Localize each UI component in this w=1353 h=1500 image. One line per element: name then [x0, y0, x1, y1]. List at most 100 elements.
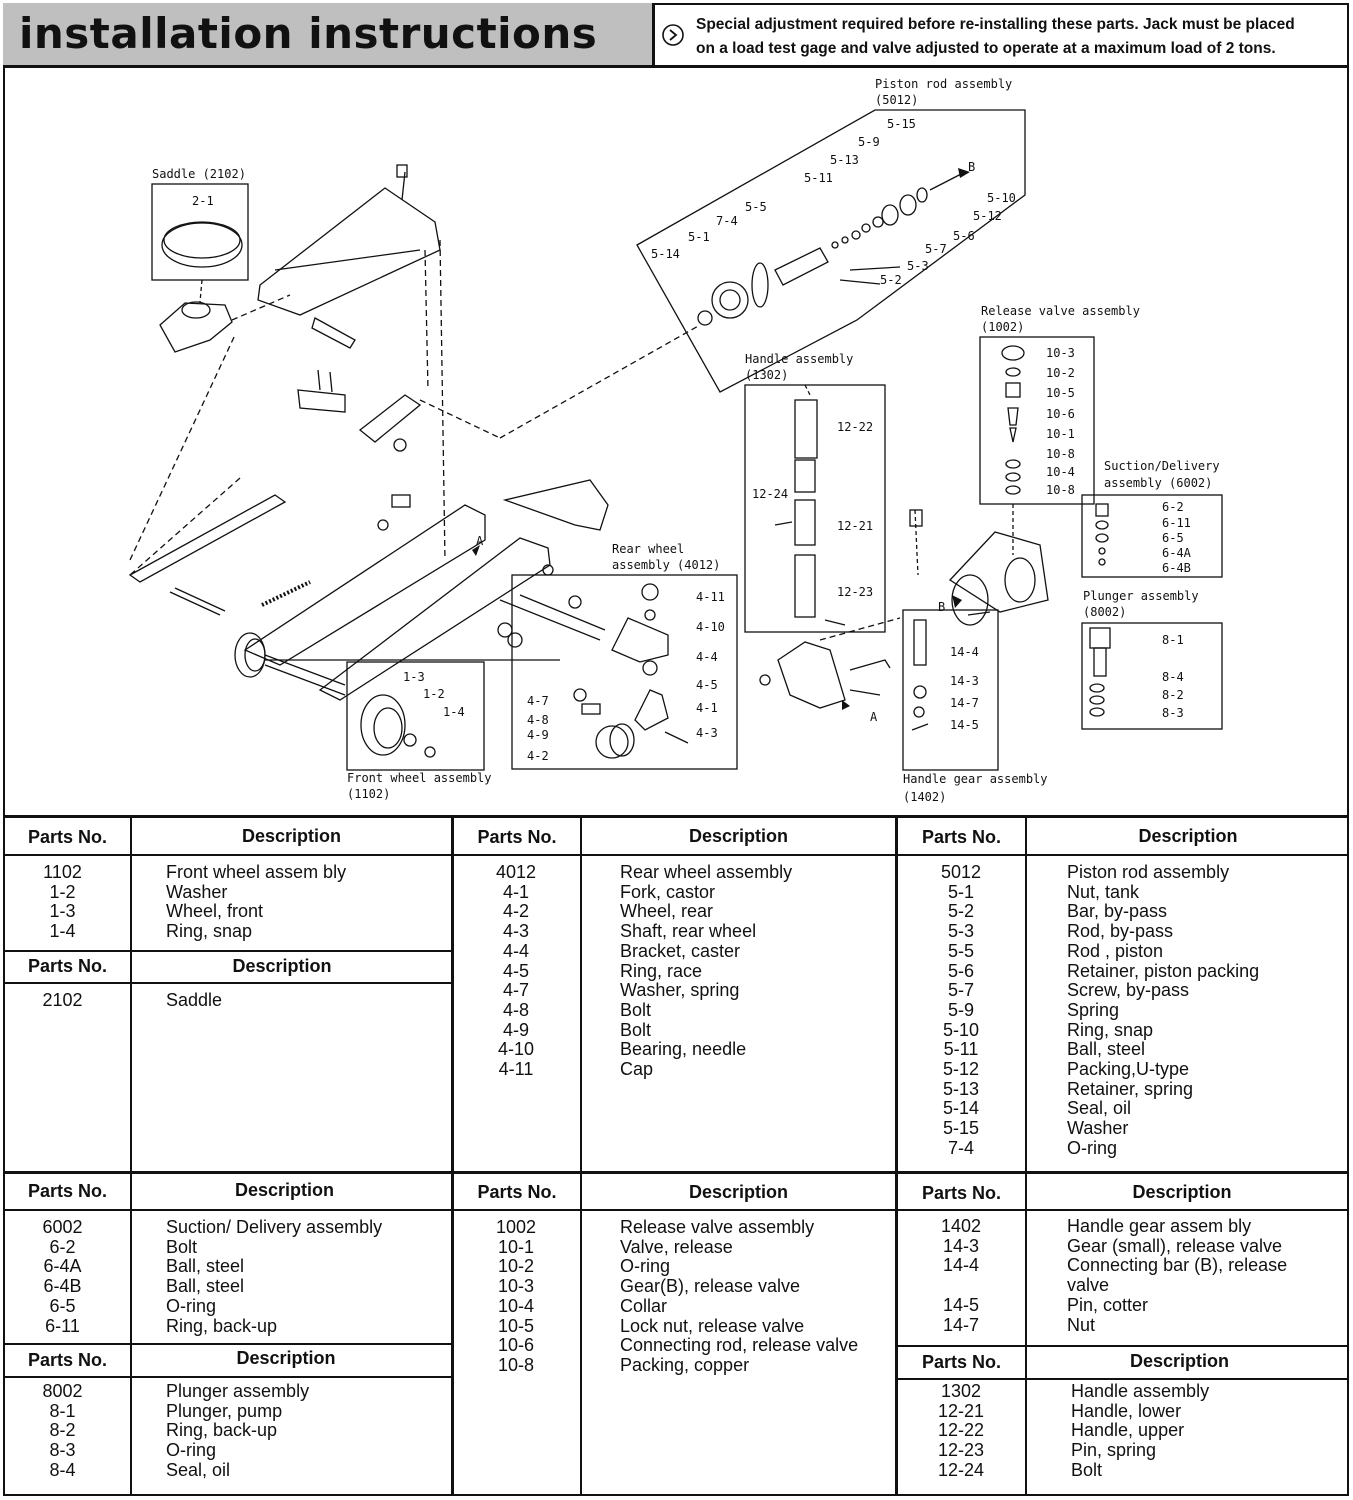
handle-gear-box — [902, 609, 999, 771]
saddle-label: Saddle (2102) — [152, 167, 246, 181]
table-mid-rule — [3, 1171, 1349, 1174]
page-header: installation instructions Special adjust… — [3, 3, 1349, 68]
descriptions-handle: Handle assembly Handle, lower Handle, up… — [1071, 1381, 1210, 1480]
header-rule — [3, 950, 452, 952]
parts-numbers-piston-rod: 5012 5-1 5-2 5-3 5-5 5-6 5-7 5-9 5-10 5-… — [940, 862, 982, 1158]
plunger-box — [1081, 622, 1223, 730]
parts-numbers-saddle: 2102 — [42, 990, 83, 1010]
column-divider — [580, 817, 582, 1496]
part-label: 6-11 — [1162, 516, 1191, 530]
parts-numbers-handle-gear: 1402 14-3 14-4 14-5 14-7 — [940, 1216, 982, 1335]
header-rule — [897, 1378, 1349, 1380]
part-label: 8-2 — [1162, 688, 1184, 702]
part-label: 1-3 — [403, 670, 425, 684]
piston-assembly-box — [636, 109, 1026, 393]
part-label: 10-8 — [1046, 447, 1075, 461]
piston-label: Piston rod assembly — [875, 77, 1012, 91]
part-label: 14-4 — [950, 645, 979, 659]
plunger-code: (8002) — [1083, 605, 1126, 619]
part-label: 4-4 — [696, 650, 718, 664]
rear-code: assembly (4012) — [612, 558, 720, 572]
parts-numbers-suction: 6002 6-2 6-4A 6-4B 6-5 6-11 — [42, 1217, 83, 1336]
chevron-circle-icon — [662, 24, 684, 46]
arrow-a-label: A — [870, 710, 878, 724]
part-label: 6-2 — [1162, 500, 1184, 514]
exploded-parts-diagram: Saddle (2102) 2-1 Piston rod assembly (5… — [128, 77, 1223, 804]
saddle-cap-icon — [161, 222, 243, 268]
handle-code: (1302) — [745, 368, 788, 382]
column-divider — [895, 817, 898, 1496]
part-label: 5-15 — [887, 117, 916, 131]
part-label: 6-5 — [1162, 531, 1184, 545]
description-header: Description — [241, 826, 342, 846]
part-label: 8-1 — [1162, 633, 1184, 647]
header-rule — [3, 1343, 452, 1345]
part-label: 5-3 — [907, 259, 929, 273]
suction-label: Suction/Delivery — [1104, 459, 1220, 473]
part-label: 4-11 — [696, 590, 725, 604]
part-label: 4-10 — [696, 620, 725, 634]
header-rule — [3, 1376, 452, 1378]
column-divider — [1025, 817, 1027, 1496]
header-rule — [3, 982, 452, 984]
column-divider — [130, 817, 132, 1496]
part-label: 4-2 — [527, 749, 549, 763]
arrow-a-label: A — [476, 534, 484, 548]
parts-no-header: Parts No. — [477, 827, 557, 847]
part-label: 5-6 — [953, 229, 975, 243]
parts-numbers-release-valve: 1002 10-1 10-2 10-3 10-4 10-5 10-6 10-8 — [495, 1217, 537, 1375]
parts-no-header: Parts No. — [27, 956, 108, 976]
part-label: 12-22 — [837, 420, 873, 434]
part-label: 10-8 — [1046, 483, 1075, 497]
suction-code: assembly (6002) — [1104, 476, 1212, 490]
release-code: (1002) — [981, 320, 1024, 334]
header-rule — [3, 1209, 1349, 1211]
part-label: 8-4 — [1162, 670, 1184, 684]
descriptions-plunger: Plunger assembly Plunger, pump Ring, bac… — [166, 1381, 310, 1480]
parts-no-header: Parts No. — [27, 1350, 108, 1370]
part-label: 5-10 — [987, 191, 1016, 205]
piston-code: (5012) — [875, 93, 918, 107]
header-rule — [897, 1345, 1349, 1347]
parts-no-header: Parts No. — [921, 1183, 1002, 1203]
part-label: 5-7 — [925, 242, 947, 256]
part-label: 10-6 — [1046, 407, 1075, 421]
parts-no-header: Parts No. — [921, 1352, 1002, 1372]
part-label: 4-8 — [527, 713, 549, 727]
parts-no-header: Parts No. — [921, 827, 1002, 847]
description-header: Description — [688, 1182, 789, 1202]
parts-no-header: Parts No. — [477, 1182, 557, 1202]
part-label: 4-1 — [696, 701, 718, 715]
part-label: 5-2 — [880, 273, 902, 287]
descriptions-front-wheel: Front wheel assem bly Washer Wheel, fron… — [166, 862, 347, 942]
part-label: 10-5 — [1046, 386, 1075, 400]
gear-label: Handle gear assembly — [903, 772, 1048, 786]
descriptions-piston-rod: Piston rod assembly Nut, tank Bar, by-pa… — [1067, 862, 1260, 1158]
part-label: 5-9 — [858, 135, 880, 149]
part-label: 14-3 — [950, 674, 979, 688]
front-wheel-box — [346, 661, 485, 771]
part-label: 6-4A — [1162, 546, 1192, 560]
rear-wheel-box — [511, 574, 738, 770]
title-box: installation instructions — [3, 3, 655, 65]
front-label: Front wheel assembly — [347, 771, 492, 785]
part-label: 6-4B — [1162, 561, 1191, 575]
part-label: 10-2 — [1046, 366, 1075, 380]
part-label: 12-24 — [752, 487, 788, 501]
description-header: Description — [236, 1348, 336, 1368]
parts-numbers-plunger: 8002 8-1 8-2 8-3 8-4 — [42, 1381, 83, 1480]
page-title: installation instructions — [19, 9, 598, 58]
note-line-1: Special adjustment required before re-in… — [696, 16, 1295, 33]
adjustment-note: Special adjustment required before re-in… — [696, 13, 1346, 61]
gear-code: (1402) — [903, 790, 946, 804]
parts-numbers-front-wheel: 1102 1-2 1-3 1-4 — [43, 862, 82, 942]
parts-no-header: Parts No. — [27, 827, 108, 847]
part-label: 5-11 — [804, 171, 833, 185]
parts-no-header: Parts No. — [27, 1181, 108, 1201]
description-header: Description — [688, 826, 789, 846]
part-label: 12-21 — [837, 519, 873, 533]
description-header: Description — [1138, 826, 1238, 846]
suction-box — [1081, 494, 1223, 578]
parts-numbers-handle: 1302 12-21 12-22 12-23 12-24 — [937, 1381, 985, 1480]
part-label: 4-3 — [696, 726, 718, 740]
